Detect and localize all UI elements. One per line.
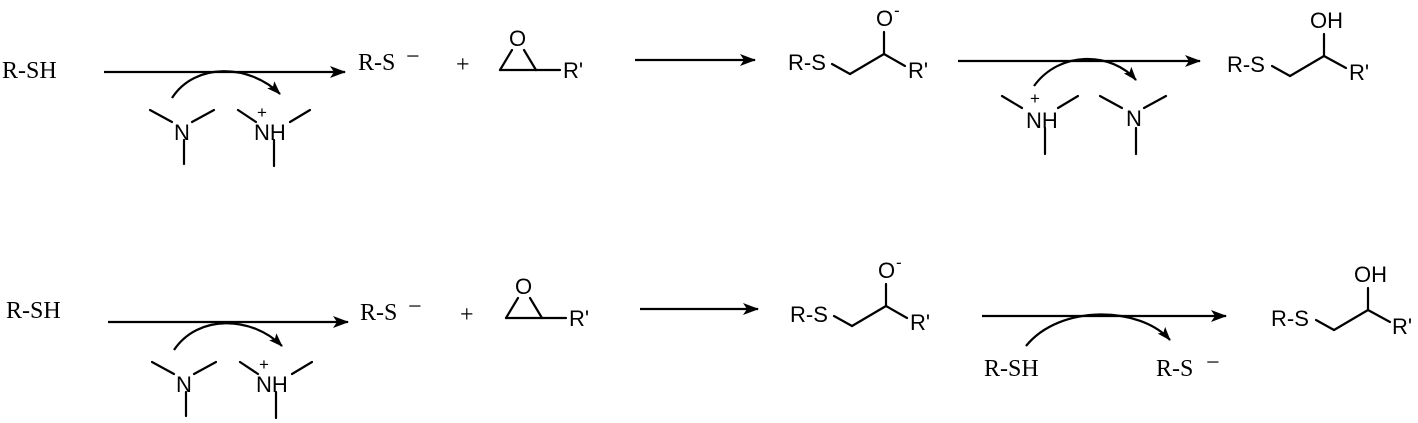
row2-plus-sign: + [460,302,474,328]
row-2-thiol-catalysed-reduction: R-SH N NH + R-S − + O R' [6,253,1412,420]
row1-ammonium: NH + [236,103,312,168]
row2-ammonium-charge: + [259,355,269,374]
row1-alkoxide-rprime: R' [908,58,928,83]
row1-alkoxide-charge: - [894,1,900,20]
row1-amine: N [148,108,216,166]
row1-step3-ammonium-nh: NH [1026,108,1058,133]
row1-thiolate-charge: − [406,44,420,70]
row1-product-oh: OH [1310,8,1343,33]
row2-amine-n: N [176,372,192,397]
row1-plus-sign: + [456,52,470,78]
row1-product-rs: R-S [1227,52,1265,77]
row1-epoxide-rprime: R' [563,58,583,83]
row2-step1-curved-arrow [173,322,283,351]
row1-epoxide: O R' [498,26,583,83]
row1-epoxide-o: O [509,26,526,51]
row2-alkoxide-charge: - [896,253,902,272]
row1-alkoxide-rs: R-S [788,50,826,75]
row1-step3-amine-n: N [1126,106,1142,131]
row1-ammonium-charge: + [257,103,267,122]
row2-product: R-S OH R' [1271,262,1412,339]
row1-product: R-S OH R' [1227,8,1369,85]
row2-epoxide: O R' [504,274,589,331]
row2-alkoxide-rprime: R' [910,310,930,335]
row1-step3-ammonium-charge: + [1030,89,1040,108]
row-1-amine-catalysed-reduction: R-SH N NH + R-S − + [2,1,1369,168]
row2-alkoxide-o: O [878,258,895,283]
row1-amine-n: N [174,120,190,145]
row1-thiolate-label: R-S [358,50,395,76]
row1-step3-curved-arrow [1033,57,1137,87]
row2-ammonium: NH + [238,355,314,420]
row2-epoxide-o: O [515,274,532,299]
row2-alkoxide-rs: R-S [790,302,828,327]
row1-ammonium-nh: NH [254,120,286,145]
row2-step3-thiolate-charge: − [1206,350,1220,376]
row2-step3-thiol-label: R-SH [984,356,1039,382]
row1-alkoxide-o: O [876,6,893,31]
row1-product-rprime: R' [1349,60,1369,85]
row1-alkoxide: R-S O - R' [788,1,928,83]
row2-thiolate-label: R-S [360,300,397,326]
row2-amine: N [150,360,218,418]
row2-product-oh: OH [1354,262,1387,287]
row1-step3-ammonium: NH + [1000,89,1080,156]
row2-product-rprime: R' [1392,314,1412,339]
row2-product-rs: R-S [1271,306,1309,331]
row2-thiol-label: R-SH [6,298,61,324]
row2-step3-curved-arrow [1025,313,1171,347]
row1-step3-amine: N [1098,94,1168,156]
row2-thiolate-charge: − [408,294,422,320]
row1-thiol-label: R-SH [2,58,57,84]
row2-ammonium-nh: NH [256,372,288,397]
row2-epoxide-rprime: R' [569,306,589,331]
row2-step3-thiolate-label: R-S [1156,356,1193,382]
row1-step1-curved-arrow [171,70,281,99]
row2-alkoxide: R-S O - R' [790,253,930,335]
